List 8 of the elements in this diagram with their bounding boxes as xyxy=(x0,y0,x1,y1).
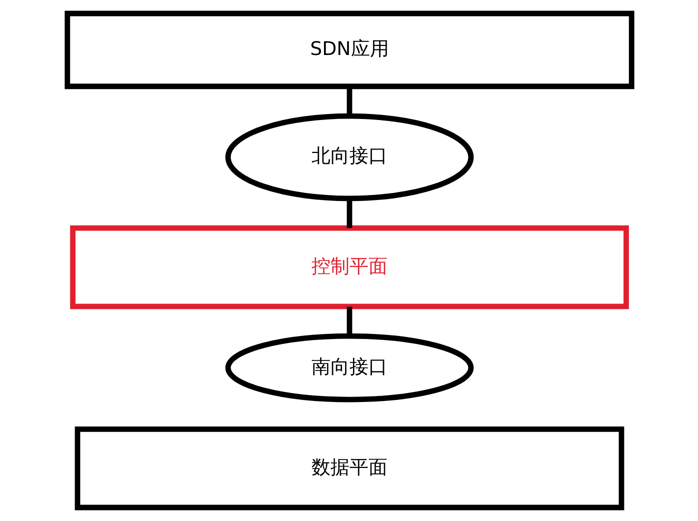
node-box: 数据平面 xyxy=(74,426,624,510)
connector xyxy=(346,198,352,228)
connector xyxy=(346,306,352,336)
node-box: 控制平面 xyxy=(70,225,628,310)
connector xyxy=(346,86,352,116)
node-ellipse: 南向接口 xyxy=(224,333,474,402)
node-box: SDN应用 xyxy=(64,10,634,90)
node-ellipse: 北向接口 xyxy=(224,113,474,202)
